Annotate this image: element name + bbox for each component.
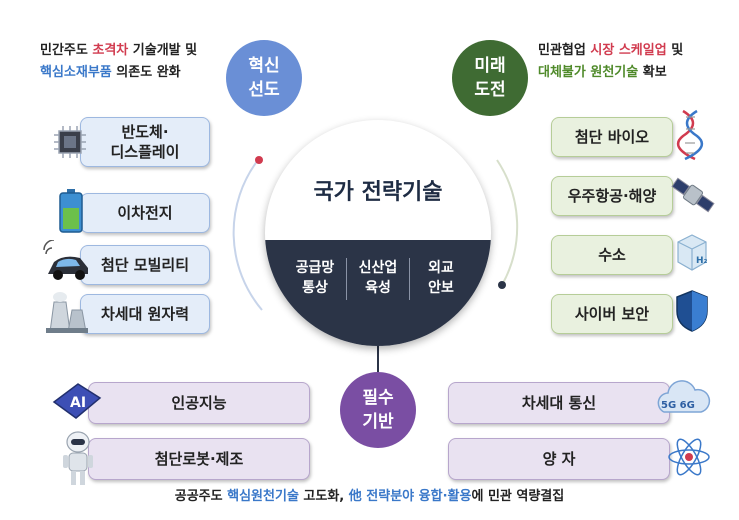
item-label: 양 자 — [542, 450, 576, 468]
car-icon — [42, 240, 92, 284]
nuclear-plant-icon — [44, 288, 88, 334]
satellite-icon — [670, 174, 716, 216]
shield-icon — [674, 288, 710, 334]
item-label: 반도체· 디스플레이 — [110, 123, 180, 161]
item-label: 사이버 보안 — [574, 305, 650, 323]
future-circle: 미래 도전 — [452, 40, 528, 116]
item-label: 수소 — [598, 246, 626, 264]
hydrogen-icon: H₂ — [672, 232, 712, 274]
dna-icon — [672, 108, 710, 164]
pillar-diplomacy: 외교 안보 — [428, 260, 454, 296]
item-mobility: 첨단 모빌리티 — [80, 245, 210, 285]
chip-icon — [50, 122, 90, 162]
item-ai: 인공지능 — [88, 382, 310, 424]
hydrogen-badge: H₂ — [696, 256, 708, 266]
item-bio: 첨단 바이오 — [551, 117, 673, 157]
future-caption: 민관협업 시장 스케일업 및 대체불가 원천기술 확보 — [538, 43, 684, 80]
item-label: 우주항공·해양 — [567, 187, 657, 205]
essential-caption: 공공주도 핵심원천기술 고도화, 他 전략분야 융합·활용에 민관 역량결집 — [174, 489, 565, 504]
center-pillars: 공급망 통상 신산업 육성 외교 안보 — [265, 240, 491, 346]
item-label: 인공지능 — [171, 394, 227, 412]
innovation-caption: 민간주도 초격차 기술개발 및 핵심소재부품 의존도 완화 — [40, 43, 198, 80]
pillar-divider — [409, 258, 410, 300]
item-next-gen-communication: 차세대 통신 — [448, 382, 670, 424]
item-robot: 첨단로봇·제조 — [88, 438, 310, 480]
cloud-badge: 5G 6G — [661, 400, 695, 411]
essential-circle: 필수 기반 — [340, 372, 416, 448]
item-label: 첨단로봇·제조 — [154, 450, 244, 468]
robot-icon — [58, 428, 98, 488]
cloud-5g6g-icon: 5G 6G — [652, 372, 712, 430]
item-label: 차세대 통신 — [521, 394, 597, 412]
item-quantum: 양 자 — [448, 438, 670, 480]
innovation-circle: 혁신 선도 — [226, 40, 302, 116]
item-aerospace: 우주항공·해양 — [551, 176, 673, 216]
item-label: 차세대 원자력 — [100, 305, 190, 323]
center-title: 국가 전략기술 — [313, 180, 443, 205]
item-hydrogen: 수소 — [551, 235, 673, 275]
item-semiconductor: 반도체· 디스플레이 — [80, 117, 210, 167]
national-strategy-circle: 국가 전략기술 공급망 통상 신산업 육성 외교 안보 — [265, 120, 491, 346]
item-cyber-security: 사이버 보안 — [551, 294, 673, 334]
item-label: 첨단 바이오 — [574, 128, 650, 146]
item-nuclear: 차세대 원자력 — [80, 294, 210, 334]
item-label: 이차전지 — [117, 204, 173, 222]
pillar-new-industry: 신산업 육성 — [358, 260, 398, 296]
pillar-divider — [346, 258, 347, 300]
battery-icon — [56, 186, 86, 236]
ai-icon: AI — [48, 376, 104, 426]
item-secondary-battery: 이차전지 — [80, 193, 210, 233]
atom-icon — [664, 432, 714, 482]
pillar-supply-chain: 공급망 통상 — [295, 260, 335, 296]
item-label: 첨단 모빌리티 — [100, 256, 190, 274]
ai-badge: AI — [70, 395, 86, 411]
